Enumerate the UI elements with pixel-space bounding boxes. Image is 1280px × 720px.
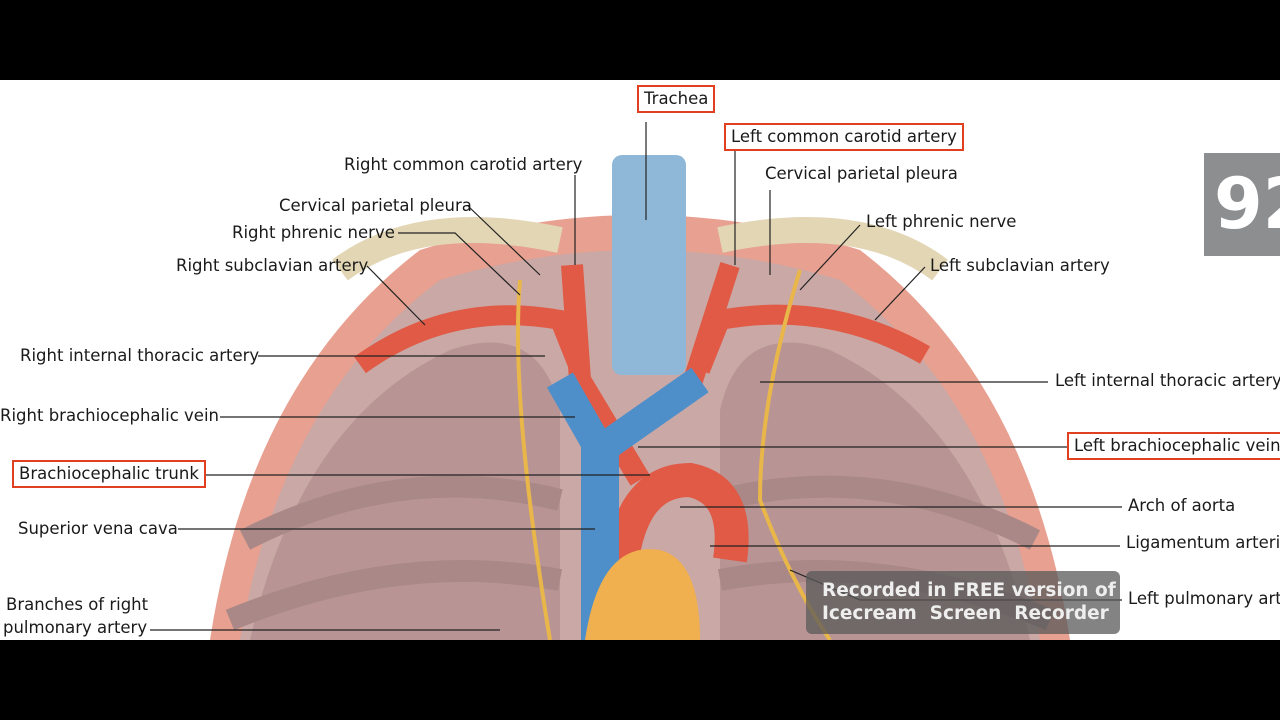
watermark-line-2: Icecream Screen Recorder — [822, 603, 1109, 624]
label-right-pulmonary-2: pulmonary artery — [3, 618, 148, 637]
label-superior-vena-cava: Superior vena cava — [18, 519, 178, 538]
label-right-internal-thoracic: Right internal thoracic artery — [20, 346, 260, 365]
leader-right-phrenic — [398, 232, 521, 296]
thorax-illustration — [150, 122, 1122, 640]
leader-left-phrenic — [799, 224, 861, 291]
leader-right-subclavian — [366, 265, 426, 326]
label-left-phrenic: Left phrenic nerve — [866, 212, 1017, 231]
recorder-watermark: Recorded in FREE version of Icecream Scr… — [806, 571, 1120, 634]
label-cervical-pleura-right: Cervical parietal pleura — [279, 196, 472, 215]
label-right-common-carotid: Right common carotid artery — [344, 155, 583, 174]
label-right-subclavian: Right subclavian artery — [176, 256, 369, 275]
label-brachiocephalic-trunk: Brachiocephalic trunk — [12, 460, 206, 488]
label-left-pulmonary: Left pulmonary arte — [1128, 589, 1280, 608]
label-left-common-carotid: Left common carotid artery — [724, 123, 964, 151]
label-right-pulmonary-1: Branches of right — [6, 595, 149, 614]
label-arch-of-aorta: Arch of aorta — [1128, 496, 1236, 515]
label-left-internal-thoracic: Left internal thoracic artery — [1055, 371, 1280, 390]
anatomy-slide: Trachea Left common carotid artery Right… — [0, 80, 1280, 640]
label-trachea: Trachea — [637, 85, 716, 113]
label-left-subclavian: Left subclavian artery — [930, 256, 1110, 275]
label-left-brachiocephalic-vein: Left brachiocephalic vein — [1067, 432, 1280, 460]
watermark-line-1: Recorded in FREE version of — [822, 580, 1116, 601]
leader-lines — [150, 122, 1122, 631]
label-right-phrenic: Right phrenic nerve — [232, 223, 395, 242]
leader-cervical-pleura-right — [467, 205, 541, 276]
leader-left-subclavian — [874, 266, 926, 321]
label-ligamentum: Ligamentum arteri — [1126, 533, 1280, 552]
page-number-badge: 92 — [1204, 153, 1280, 256]
label-right-brachiocephalic-vein: Right brachiocephalic vein — [0, 406, 219, 425]
great-vessels — [354, 155, 931, 640]
label-cervical-pleura-left: Cervical parietal pleura — [765, 164, 958, 183]
